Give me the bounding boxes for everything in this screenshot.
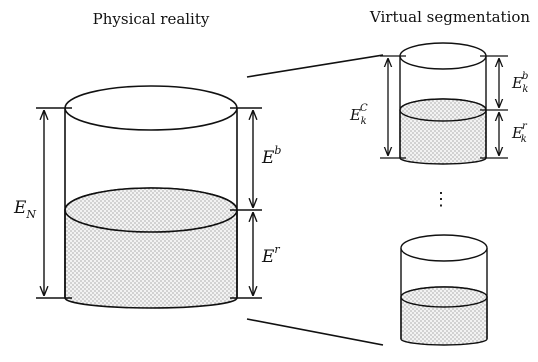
segment-cylinder-bottom xyxy=(400,234,488,346)
left-title: Physical reality xyxy=(93,10,210,28)
segment-capacity-dimension xyxy=(380,55,406,159)
total-capacity-dimension xyxy=(36,107,72,299)
segment-cylinder-top xyxy=(399,42,487,165)
physical-top-ellipse xyxy=(64,85,238,131)
physical-fill-surface xyxy=(64,187,238,233)
blank-rest-dimensions xyxy=(230,107,262,299)
label-rest-capacity: Er xyxy=(261,243,280,267)
label-total-capacity: EN xyxy=(13,198,36,221)
connector-top xyxy=(246,54,384,78)
connector-bottom xyxy=(246,318,384,346)
label-blank-capacity: Eb xyxy=(261,144,281,168)
physical-cylinder xyxy=(64,85,238,309)
right-title: Virtual segmentation xyxy=(369,8,530,26)
segment-blank-rest-dimensions xyxy=(480,55,508,159)
ellipsis-glyph: ⋮ xyxy=(432,189,450,210)
